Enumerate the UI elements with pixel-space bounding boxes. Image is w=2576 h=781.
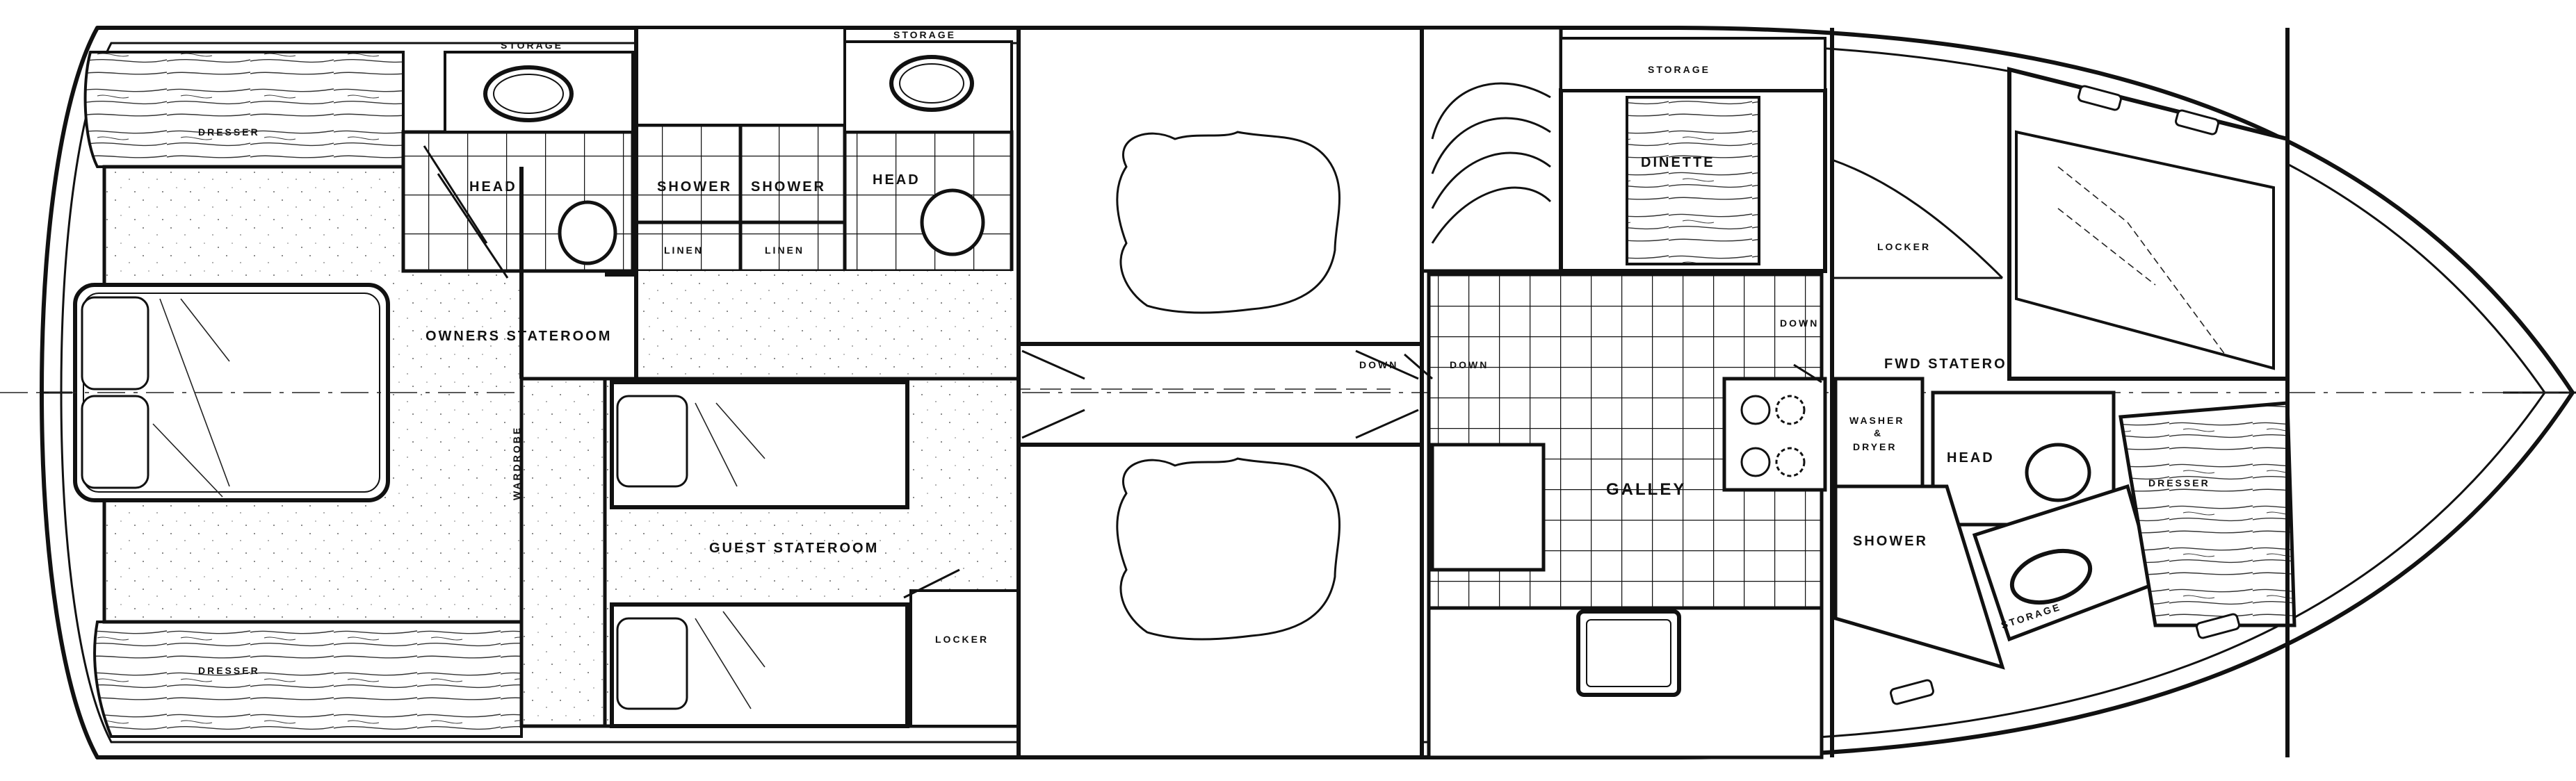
sink-fwd <box>2009 549 2093 605</box>
label-linen-2: LINEN <box>765 245 804 256</box>
fwd-berth-top-inner <box>2015 130 2275 370</box>
label-guest-stateroom: GUEST STATEROOM <box>709 541 879 556</box>
galley-sink <box>1576 609 1681 697</box>
owners-pillow-1 <box>81 296 149 390</box>
label-dryer: DRYER <box>1853 441 1897 452</box>
stove-burner-2 <box>1775 395 1806 425</box>
stove-burner-3 <box>1740 447 1771 477</box>
engine-top <box>1116 131 1341 314</box>
label-dresser-bow: DRESSER <box>2148 477 2210 488</box>
fwd-berth-sheet <box>2057 166 2226 355</box>
door-swings <box>903 350 1822 599</box>
head-aft-door-swing <box>423 145 509 279</box>
locker-guest <box>909 589 1020 727</box>
linen-1 <box>634 220 743 273</box>
galley-fridge <box>1430 443 1546 572</box>
label-down-3: DOWN <box>1359 359 1398 370</box>
hatch-2 <box>2175 109 2219 135</box>
fwd-locker-wall <box>1831 158 2004 279</box>
dinette-table <box>1626 96 1760 265</box>
shower-1 <box>634 123 743 224</box>
label-wardrobe: WARDROBE <box>511 426 522 500</box>
label-locker-guest: LOCKER <box>935 634 989 645</box>
main-bulkheads <box>634 28 1424 757</box>
stove-burner-1 <box>1740 395 1771 425</box>
stove-burner-4 <box>1775 447 1806 477</box>
engine-bottom <box>1116 457 1341 641</box>
label-linen-1: LINEN <box>664 245 704 256</box>
wardrobe <box>519 377 607 728</box>
guest-bunk-bottom-pillow <box>616 617 688 710</box>
engine-room-top <box>1016 26 1424 346</box>
label-head-fwd: HEAD <box>1947 450 1995 466</box>
shower-storage <box>635 26 846 126</box>
toilet-mid <box>920 188 985 256</box>
hatch-3 <box>2196 613 2240 639</box>
guest-bunk-top-sheet <box>695 402 765 487</box>
hatch-4 <box>1890 679 1934 705</box>
label-storage-galley: STORAGE <box>1648 64 1710 75</box>
label-dresser-aft-top: DRESSER <box>198 126 260 138</box>
engine-room-bottom <box>1016 443 1424 759</box>
guest-bunk-bottom-sheet <box>695 611 765 709</box>
sink-mid <box>889 55 974 112</box>
label-galley: GALLEY <box>1606 480 1686 499</box>
washer-dryer <box>1833 377 1925 488</box>
label-shower-2: SHOWER <box>751 179 826 195</box>
owners-bulkhead <box>519 167 636 379</box>
guest-bunk-top-pillow <box>616 395 688 488</box>
stair-landing <box>1420 26 1563 273</box>
label-storage-fwd: STORAGE <box>893 29 956 40</box>
fwd-shower-area <box>1833 484 2005 670</box>
label-storage-aft: STORAGE <box>501 40 563 51</box>
toilet-fwd <box>2025 443 2091 502</box>
label-locker-fwd: LOCKER <box>1877 241 1931 252</box>
sink-aft <box>483 65 574 122</box>
label-owners-stateroom: OWNERS STATEROOM <box>426 329 612 344</box>
owners-pillow-2 <box>81 395 149 489</box>
corridor <box>636 271 1019 379</box>
galley-counter-top <box>1722 377 1827 492</box>
label-washer-amp: & <box>1874 427 1883 438</box>
spiral-stair <box>1431 82 1552 244</box>
label-washer: WASHER <box>1849 415 1904 426</box>
label-dinette: DINETTE <box>1641 155 1715 170</box>
label-dresser-aft-bottom: DRESSER <box>198 665 260 676</box>
hatch-1 <box>2077 85 2122 111</box>
label-head-mid: HEAD <box>873 172 921 188</box>
galley-storage <box>1560 37 1826 92</box>
label-shower-fwd: SHOWER <box>1853 534 1928 549</box>
label-shower-1: SHOWER <box>657 179 732 195</box>
dresser-aft-bottom <box>93 620 523 738</box>
shower-2 <box>738 123 847 224</box>
label-down-2: DOWN <box>1780 318 1819 329</box>
label-head-aft: HEAD <box>469 179 517 195</box>
hull-outline <box>40 26 2575 759</box>
dresser-bow <box>2119 401 2296 627</box>
dresser-aft-top <box>83 51 405 168</box>
label-fwd-stateroom: FWD STATEROOM <box>1884 356 2034 372</box>
label-down-1: DOWN <box>1450 359 1489 370</box>
toilet-aft <box>558 200 617 265</box>
